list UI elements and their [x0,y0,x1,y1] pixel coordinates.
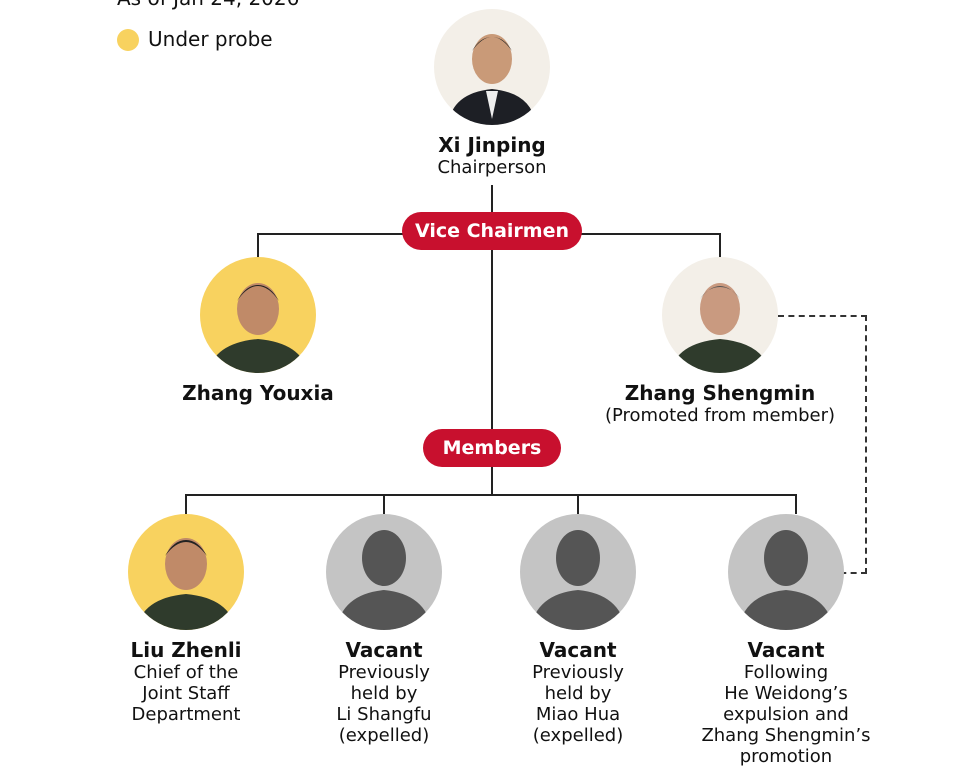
member-note: held by [350,683,418,704]
vacant-silhouette-icon [520,514,636,630]
vacant-silhouette-icon [728,514,844,630]
vice-chairmen-label: Vice Chairmen [402,212,582,250]
member-note: (expelled) [532,725,624,746]
member-note: Zhang Shengmin’s [701,725,871,746]
member-note: (expelled) [338,725,430,746]
vice-name: Zhang Shengmin [624,381,816,405]
member-note: Previously [338,662,430,683]
vacant-silhouette-icon [326,514,442,630]
member-note: Chief of the [133,662,239,683]
connector [383,494,385,514]
connector [185,494,187,514]
vice-name: Zhang Youxia [182,381,334,405]
portrait-photo [200,257,316,373]
connector [795,494,797,514]
member-note: He Weidong’s [724,683,848,704]
member-note: Following [743,662,829,683]
vice-node: Zhang Shengmin (Promoted from member) [600,257,840,426]
connector [491,185,493,495]
connector [719,233,721,258]
member-note: Li Shangfu [336,704,432,725]
connector [257,233,259,258]
member-note: Joint Staff [142,683,230,704]
portrait-photo [128,514,244,630]
member-note: Miao Hua [535,704,621,725]
member-name: Liu Zhenli [130,638,242,662]
member-note: expulsion and [723,704,849,725]
member-name: Vacant [747,638,825,662]
members-label: Members [423,429,561,467]
member-name: Vacant [539,638,617,662]
member-node: Vacant Following He Weidong’s expulsion … [666,514,906,767]
member-note: Previously [532,662,624,683]
vice-node: Zhang Youxia [138,257,378,405]
chair-node: Xi Jinping Chairperson [372,9,612,178]
chair-title: Chairperson [437,157,547,178]
member-note: Department [131,704,241,725]
legend-date: As of Jan 24, 2026 [117,0,299,10]
member-node: Vacant Previously held by Li Shangfu (ex… [264,514,504,746]
vice-note: (Promoted from member) [604,405,836,426]
member-note: held by [544,683,612,704]
member-name: Vacant [345,638,423,662]
member-note: promotion [739,746,833,767]
legend-probe-label: Under probe [148,27,273,51]
connector [185,494,797,496]
member-node: Vacant Previously held by Miao Hua (expe… [458,514,698,746]
member-node: Liu Zhenli Chief of the Joint Staff Depa… [66,514,306,725]
portrait-photo [662,257,778,373]
chair-name: Xi Jinping [438,133,546,157]
portrait-photo [434,9,550,125]
legend-probe-swatch [117,29,139,51]
connector [577,494,579,514]
